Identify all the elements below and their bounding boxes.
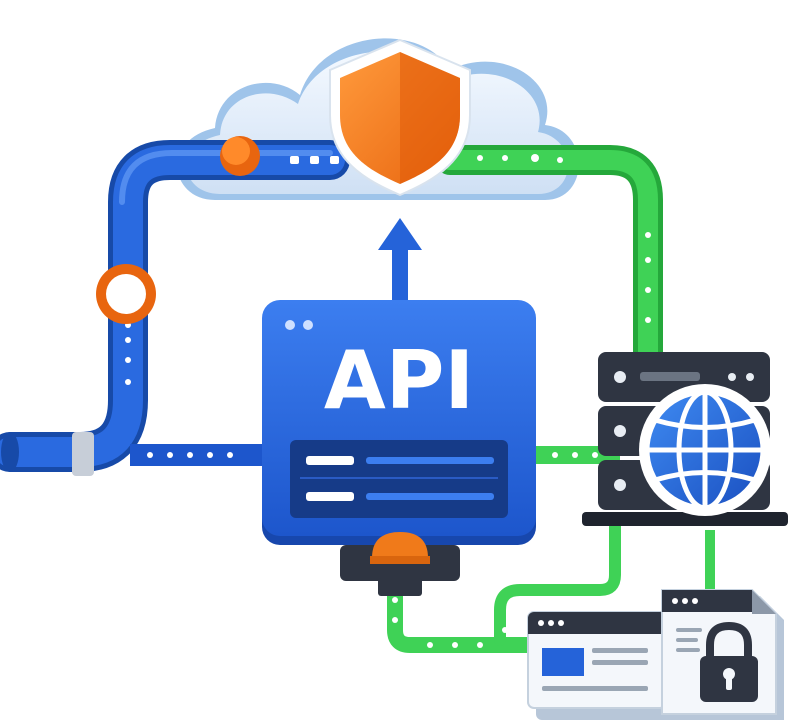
green-pipe-dots [392,154,651,648]
blue-pipe-dots [125,156,339,458]
orange-node-top [220,136,260,176]
api-label: API [324,334,474,427]
padlock-icon [700,621,758,702]
globe-icon [639,384,771,516]
browser-window-icon [527,611,676,720]
api-box: API [262,300,536,545]
shield-icon [329,38,471,197]
api-indicator-dot [303,320,313,330]
api-indicator-dot [285,320,295,330]
blue-data-pipe [0,140,350,476]
arrow-up-icon [378,218,422,305]
api-connector-plug [340,532,460,596]
green-data-pipe [387,145,715,653]
pipe-coupling [72,432,94,476]
orange-ring-node [96,264,156,324]
